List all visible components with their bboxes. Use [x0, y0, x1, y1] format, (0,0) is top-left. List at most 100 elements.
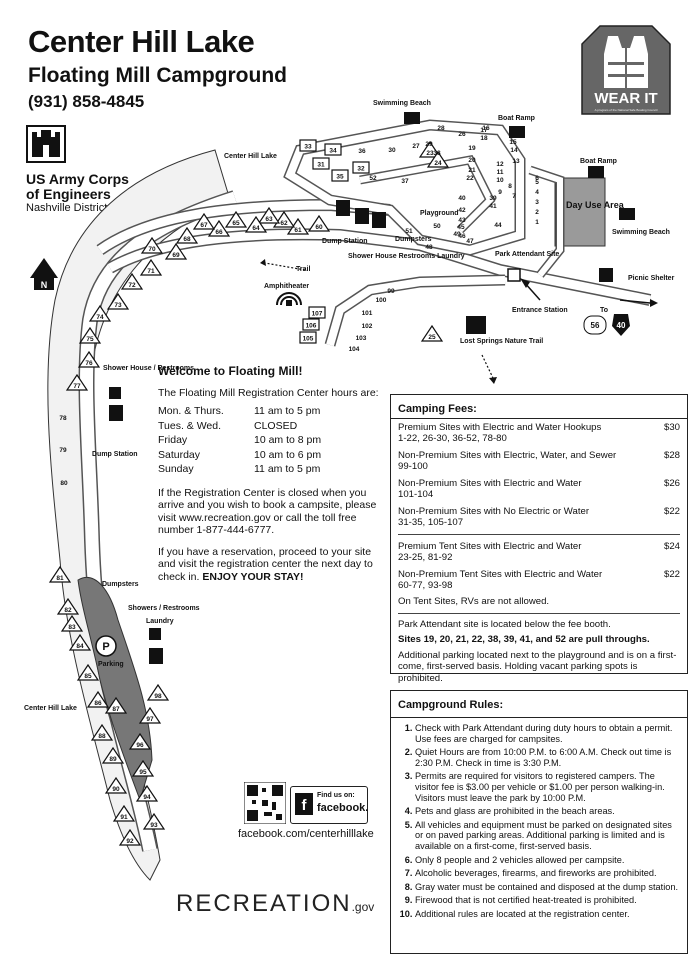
map-label-to: To [600, 307, 608, 314]
tent-site-marker: 60 [307, 214, 331, 232]
fee-row: Premium Sites with Electric and Water Ho… [391, 419, 687, 447]
site-number: 10 [496, 177, 504, 184]
site-number: 35 [336, 174, 344, 181]
site-number: 42 [458, 207, 466, 214]
fee-row: Premium Tent Sites with Electric and Wat… [391, 538, 687, 566]
tent-site-marker: 65 [224, 210, 248, 228]
primitive-site-marker: 32 [352, 161, 370, 174]
route-56-label: 56 [591, 321, 600, 330]
site-number: 70 [148, 246, 156, 253]
site-number: 76 [85, 360, 93, 367]
site-number: 105 [303, 336, 314, 343]
hours-list: Mon. & Thurs. 11 am to 5 pm Tues. & Wed.CL… [158, 405, 383, 478]
fee-price: $28 [663, 450, 680, 461]
site-number: 15 [509, 139, 517, 146]
welcome-block: Welcome to Floating Mill! The Floating M… [158, 364, 383, 583]
site-markers: 6061626364656667686970717273747576778182… [48, 125, 539, 846]
map-label-lake-south: Center Hill Lake [24, 705, 77, 712]
primitive-site-marker: 105 [299, 331, 317, 344]
tent-site-marker: 71 [139, 258, 163, 276]
fee-sites: 99-100 [398, 461, 428, 472]
recreation-suffix: .gov [351, 900, 375, 914]
site-number: 75 [86, 336, 94, 343]
pull-through-note: Sites 19, 20, 21, 22, 38, 39, 41, and 52… [398, 634, 650, 645]
closed-text: If the Registration Center is closed whe… [158, 486, 377, 537]
primitive-site-marker: 107 [308, 306, 326, 319]
site-number: 47 [466, 238, 474, 245]
site-number: 82 [64, 607, 72, 614]
map-label-trail: Trail [296, 266, 310, 273]
route-40-label: 40 [617, 321, 626, 330]
map-label-laundry-bottom: Laundry [146, 618, 174, 625]
fee-row: Non-Premium Sites with No Electric or Wa… [391, 503, 687, 531]
site-number: 17 [480, 127, 488, 134]
site-number: 1 [535, 219, 539, 226]
fee-price: $26 [663, 478, 680, 489]
hours-day: Friday [158, 434, 188, 446]
site-number: 41 [489, 203, 497, 210]
site-number: 90 [112, 786, 120, 793]
site-number: 31 [317, 162, 325, 169]
tent-site-marker: 73 [106, 292, 130, 310]
fees-title: Camping Fees: [391, 395, 687, 419]
site-number: 11 [497, 169, 504, 176]
hours-day: Mon. & Thurs. [158, 405, 224, 417]
tent-site-marker: 83 [60, 614, 84, 632]
site-number: 72 [128, 282, 136, 289]
campground-rules-box: Campground Rules: Check with Park Attend… [390, 690, 688, 954]
site-number: 93 [150, 822, 158, 829]
rule-item: Check with Park Attendant during duty ho… [415, 723, 681, 744]
site-number: 91 [120, 814, 128, 821]
site-number: 79 [59, 447, 67, 454]
entrance-station-icon [507, 268, 521, 282]
hours-row: Tues. & Wed.CLOSED [158, 420, 383, 435]
map-label-boat-ramp-1: Boat Ramp [498, 115, 535, 122]
site-number: 100 [376, 297, 387, 304]
hiker-icon [466, 316, 486, 334]
site-number: 39 [489, 195, 497, 202]
map-label-shower-left: Shower House / Restrooms [103, 365, 194, 372]
tent-site-marker: 95 [131, 759, 155, 777]
rule-item: Pets and glass are prohibited in the bea… [415, 806, 681, 817]
route-shields [583, 314, 630, 336]
tent-site-marker: 68 [175, 226, 199, 244]
hours-time: 11 am to 5 pm [254, 405, 321, 417]
qr-code[interactable] [243, 781, 287, 825]
fee-row: Non-Premium Sites with Electric, Water, … [391, 447, 687, 475]
tent-site-marker: 72 [120, 272, 144, 290]
rule-item: Firewood that is not certified heat-trea… [415, 895, 681, 906]
site-number: 27 [412, 143, 420, 150]
tent-note: On Tent Sites, RVs are not allowed. [398, 596, 550, 607]
map-label-showers-bottom: Showers / Restrooms [128, 605, 200, 612]
site-number: 3 [535, 199, 539, 206]
map-label-park-attendant: Park Attendant Site [495, 251, 559, 258]
castle-icon [26, 125, 66, 163]
site-number: 29 [425, 141, 433, 148]
hours-day: Tues. & Wed. [158, 419, 222, 432]
picnic-shelter-icon [599, 268, 613, 282]
fees-divider [398, 612, 680, 614]
tent-site-marker: 67 [192, 212, 216, 230]
primitive-site-marker: 33 [299, 139, 317, 152]
page-title: Center Hill Lake [28, 24, 255, 59]
site-number: 64 [252, 225, 260, 232]
rules-title: Campground Rules: [391, 691, 687, 718]
facebook-badge[interactable]: f Find us on: facebook. [290, 786, 368, 824]
site-number: 73 [114, 302, 122, 309]
map-label-entrance-station: Entrance Station [512, 307, 568, 314]
site-number: 44 [494, 222, 502, 229]
tent-site-marker: 76 [77, 350, 101, 368]
tent-site-marker: 81 [48, 565, 72, 583]
site-number: 48 [425, 244, 433, 251]
site-number: 85 [84, 673, 92, 680]
fee-description: Non-Premium Sites with No Electric or Wa… [398, 506, 633, 528]
site-number: 28 [437, 125, 445, 132]
map-label-dump-station-left: Dump Station [92, 451, 138, 458]
hours-time: 10 am to 6 pm [254, 448, 322, 461]
site-number: 106 [306, 323, 317, 330]
wear-it-label: WEAR IT [594, 90, 658, 107]
hours-time: 10 am to 8 pm [254, 434, 322, 446]
facebook-url[interactable]: facebook.com/centerhilllake [238, 828, 374, 840]
site-number: 14 [510, 147, 518, 154]
map-label-playground: Playground [420, 210, 459, 217]
